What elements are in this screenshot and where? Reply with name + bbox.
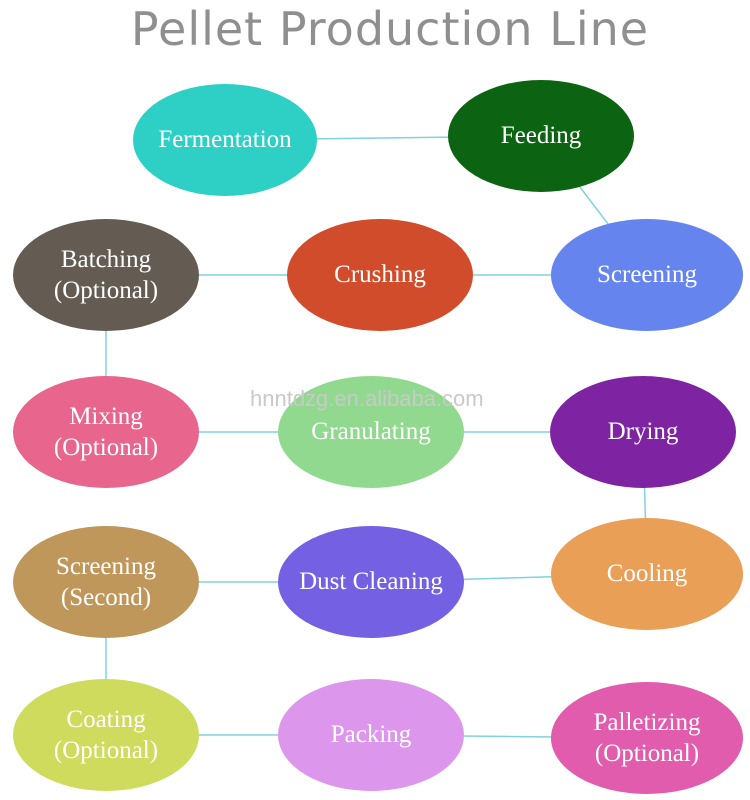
node-fermentation: Fermentation (133, 84, 317, 196)
node-crushing: Crushing (287, 219, 473, 331)
node-label: Packing (330, 721, 412, 749)
node-label: Feeding (500, 122, 582, 150)
node-label: Coating (66, 705, 146, 733)
node-label: Screening (56, 552, 156, 580)
node-label: Mixing (69, 402, 143, 430)
node-coating: Coating (Optional) (13, 679, 199, 791)
node-drying: Drying (550, 376, 736, 488)
diagram-title: Pellet Production Line (130, 2, 650, 56)
node-label: Drying (607, 418, 679, 446)
node-mixing: Mixing (Optional) (13, 376, 199, 488)
node-label: Screening (597, 261, 697, 289)
node-screening-second: Screening (Second) (13, 526, 199, 638)
node-screening: Screening (551, 219, 743, 331)
node-label: (Second) (60, 584, 152, 611)
node-cooling: Cooling (551, 518, 743, 630)
node-label: (Optional) (53, 434, 159, 461)
node-label: (Optional) (53, 737, 159, 764)
node-label: (Optional) (53, 277, 159, 304)
node-label: Cooling (606, 560, 688, 588)
watermark: hnntdzg.en.alibaba.com (250, 386, 484, 411)
node-packing: Packing (278, 679, 464, 791)
node-batching: Batching (Optional) (13, 219, 199, 331)
node-label: Granulating (311, 418, 431, 446)
node-granulating: Granulating (278, 376, 464, 488)
node-label: Batching (60, 245, 152, 273)
node-label: Crushing (334, 261, 426, 289)
node-label: (Optional) (594, 740, 700, 767)
node-palletizing: Palletizing (Optional) (551, 682, 743, 794)
node-label: Fermentation (158, 126, 292, 154)
node-label: Palletizing (593, 708, 701, 736)
node-dust-cleaning: Dust Cleaning (278, 526, 464, 638)
node-feeding: Feeding (448, 80, 634, 192)
node-label: Dust Cleaning (299, 568, 443, 596)
